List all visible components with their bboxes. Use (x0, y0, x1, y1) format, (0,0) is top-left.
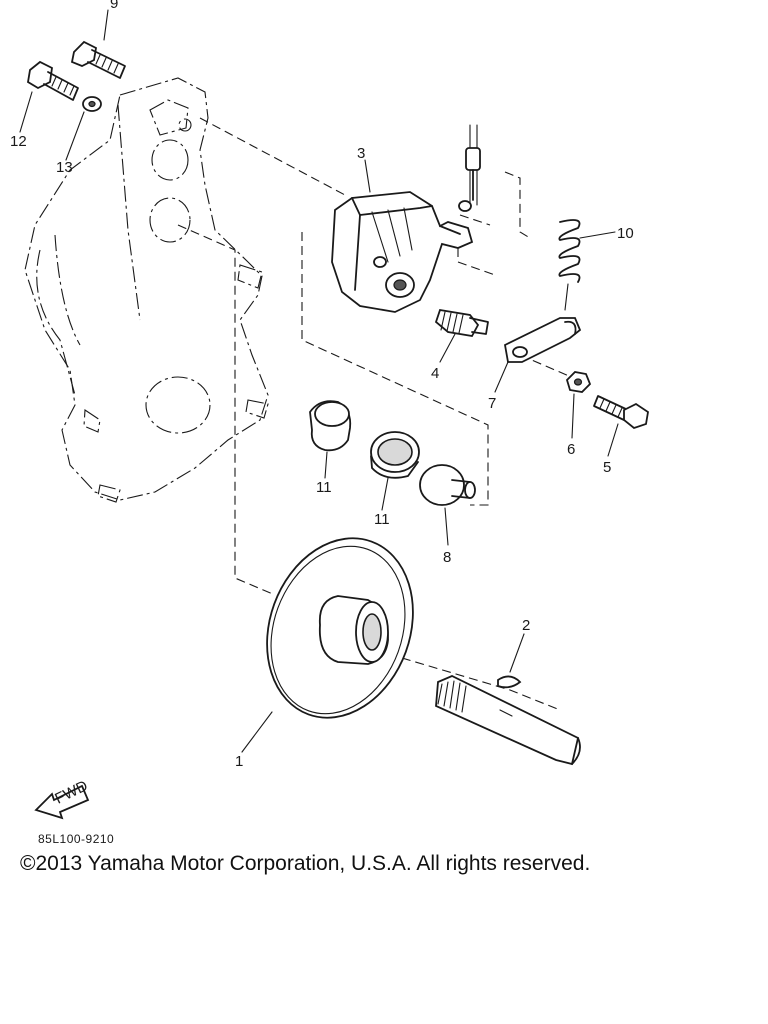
part-8-thrust-washer (419, 464, 476, 506)
callout-1: 1 (235, 753, 243, 770)
callout-12: 12 (10, 133, 27, 150)
callout-labels: 9 12 13 3 10 4 7 6 5 11 11 8 2 1 (10, 0, 634, 770)
splined-shaft (435, 675, 581, 766)
callout-4: 4 (431, 365, 439, 382)
forward-direction-arrow: FWD (34, 777, 91, 820)
part-5-bolt (593, 395, 649, 430)
callout-8: 8 (443, 549, 451, 566)
part-10-spring (558, 219, 581, 311)
part-6-nut (565, 371, 592, 393)
callout-7: 7 (488, 395, 496, 412)
part-1-sheave (266, 537, 414, 719)
part-2-woodruff-key (497, 675, 522, 689)
callout-leaders (19, 9, 619, 753)
part-4-adjust-screw (434, 308, 489, 337)
engine-cover-housing (24, 77, 269, 503)
callout-6: 6 (567, 441, 575, 458)
part-11-bushing-lower (370, 431, 420, 479)
callout-13: 13 (56, 159, 73, 176)
callout-10: 10 (617, 225, 634, 242)
drawing-code: 85L100-9210 (38, 832, 115, 846)
part-12-bolt (27, 60, 79, 101)
callout-9: 9 (110, 0, 118, 12)
part-7-lever-plate (503, 317, 582, 363)
callout-11-upper: 11 (316, 479, 332, 496)
callout-5: 5 (603, 459, 611, 476)
callout-11-lower: 11 (374, 511, 390, 528)
part-3-cam-housing (331, 191, 474, 313)
part-13-washer (82, 96, 102, 112)
copyright-notice: ©2013 Yamaha Motor Corporation, U.S.A. A… (20, 852, 591, 875)
part-11-bushing-upper (309, 400, 352, 452)
throttle-cable-end (458, 147, 481, 212)
callout-2: 2 (522, 617, 530, 634)
callout-3: 3 (357, 145, 365, 162)
part-9-bolt (70, 40, 126, 79)
